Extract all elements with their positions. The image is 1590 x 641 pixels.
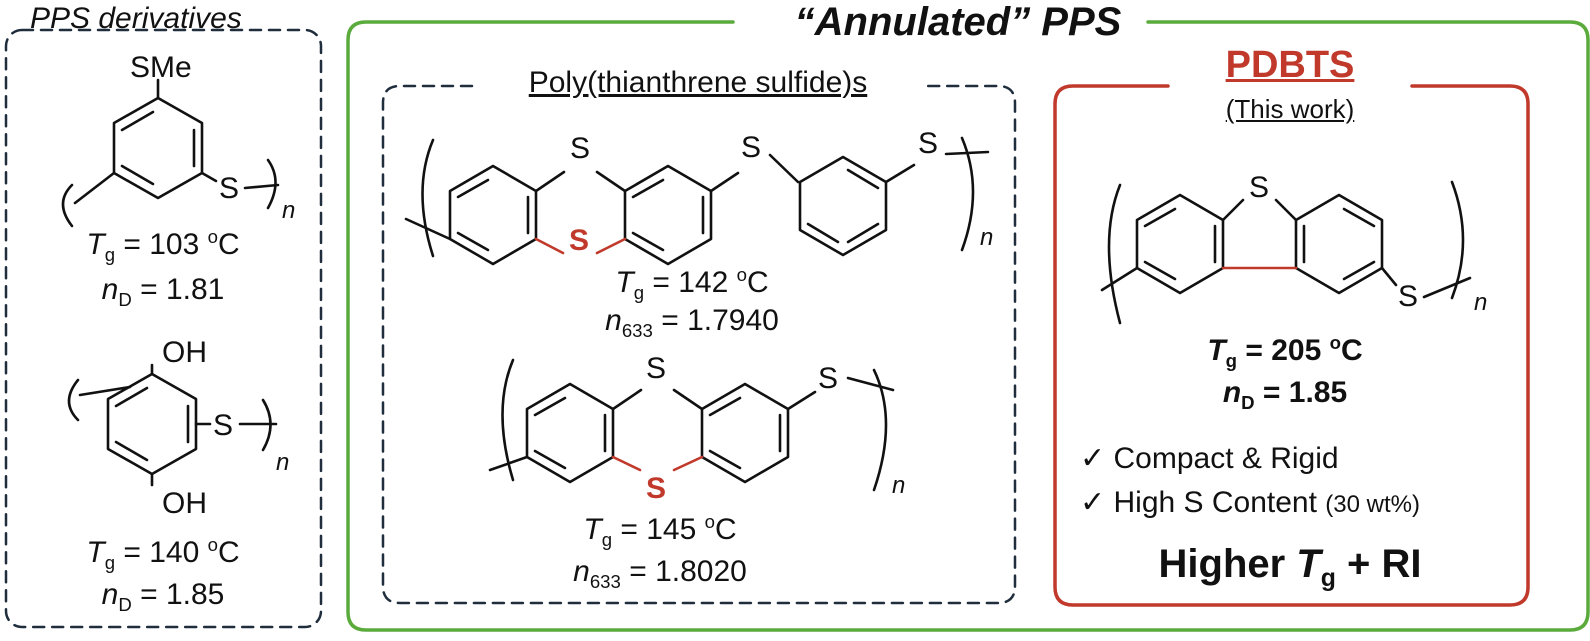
green-frame <box>346 20 1590 632</box>
ri-thianthrene-phenylene: n633 = 1.7940 <box>605 304 779 341</box>
thianthrene-top-s-1: S <box>570 132 590 165</box>
left-panel-frame <box>4 28 323 629</box>
repeat-n-5: n <box>1474 289 1487 316</box>
left-s-linker-2: S <box>213 409 233 442</box>
linker-s-1: S <box>741 131 761 164</box>
ri-pps-dihydroxy: nD = 1.85 <box>101 578 225 615</box>
check-item-compact: ✓ Compact & Rigid <box>1080 442 1339 475</box>
thianthrene-red-bonds-2 <box>611 455 704 472</box>
thianthrene-red-bonds-1 <box>534 237 627 255</box>
dibenzothiophene-s: S <box>1249 171 1269 204</box>
thianthrene-bottom-s-1: S <box>569 224 589 257</box>
tg-pps-smethyl: Tg = 103 oC <box>86 226 240 265</box>
right-s-linker: S <box>1398 280 1418 313</box>
checkmark-icon: ✓ <box>1080 486 1106 519</box>
tg-thianthrene-phenylene: Tg = 142 oC <box>615 264 769 303</box>
dibenzothiophene-structure <box>1100 180 1472 325</box>
repeat-n-1: n <box>282 197 295 224</box>
thianthrene-bottom-s-2: S <box>646 472 666 505</box>
tg-pdbts: Tg = 205 oC <box>1207 332 1363 371</box>
ri-thianthrene-sulfide: n633 = 1.8020 <box>573 555 747 592</box>
oh-top-label: OH <box>162 336 207 369</box>
thianthrene-top-s-2: S <box>646 352 666 385</box>
right-panel-frame <box>1053 84 1530 607</box>
tg-thianthrene-sulfide: Tg = 145 oC <box>583 511 737 550</box>
repeat-n-4: n <box>892 472 905 499</box>
tg-pps-dihydroxy: Tg = 140 oC <box>86 534 240 573</box>
repeat-n-2: n <box>276 449 289 476</box>
thianthrene-sulfide-structure <box>488 358 895 492</box>
left-s-linker-1: S <box>219 172 239 205</box>
right-panel-subtitle: (This work) <box>1225 94 1355 124</box>
oh-bottom-label: OH <box>162 487 207 520</box>
right-panel-title: PDBTS <box>1225 44 1355 86</box>
left-panel-title: PPS derivatives <box>30 2 242 35</box>
linker-s-2: S <box>918 127 938 160</box>
ri-pdbts: nD = 1.85 <box>1222 376 1348 413</box>
middle-panel-title: Poly(thianthrene sulfide)s <box>528 66 868 99</box>
thianthrene-phenylene-structure <box>404 136 990 266</box>
conclusion-text: Higher Tg + RI <box>1158 542 1422 592</box>
check-item-sulfur: ✓ High S Content (30 wt%) <box>1080 486 1420 519</box>
pps-smethyl-structure <box>61 78 280 228</box>
main-title: “Annulated” PPS <box>794 0 1122 44</box>
checkmark-icon: ✓ <box>1080 442 1106 475</box>
linker-s-3: S <box>818 362 838 395</box>
ri-pps-smethyl: nD = 1.81 <box>101 273 225 310</box>
repeat-n-3: n <box>980 224 993 251</box>
smethyl-label: SMe <box>130 51 192 84</box>
pps-dihydroxy-structure <box>67 363 278 487</box>
